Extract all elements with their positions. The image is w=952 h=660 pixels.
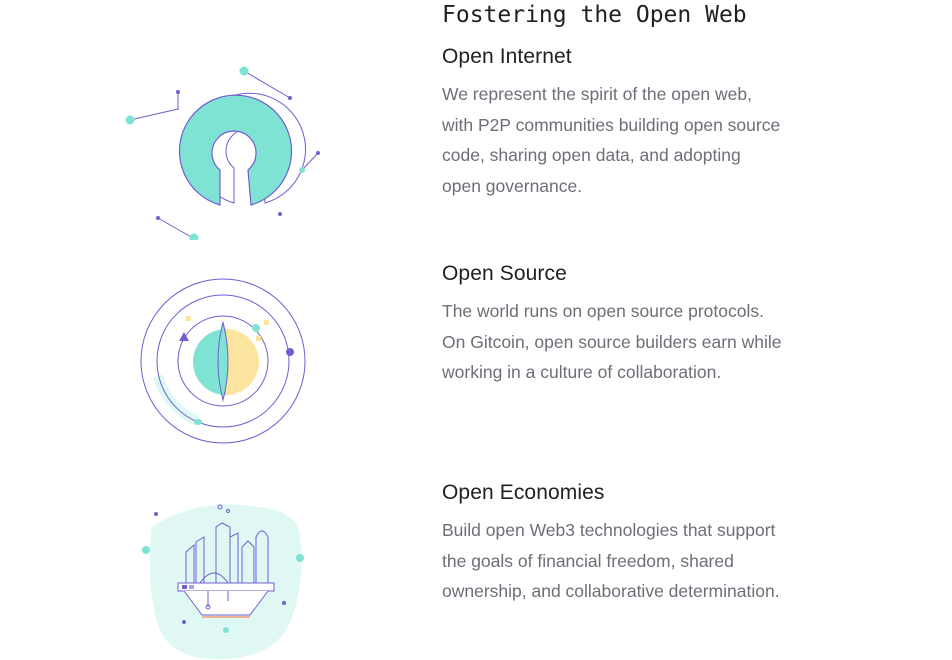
feature-description: Build open Web3 technologies that suppor… <box>442 520 780 601</box>
feature-text: Open Economies Build open Web3 technolog… <box>442 479 782 607</box>
feature-text: Open Internet We represent the spirit of… <box>442 43 782 201</box>
feature-title: Open Economies <box>442 481 605 504</box>
feature-title: Open Source <box>442 262 567 285</box>
section-title: Fostering the Open Web <box>442 2 747 28</box>
keyhole-illustration <box>125 66 320 240</box>
feature-description: We represent the spirit of the open web,… <box>442 84 781 196</box>
floating-city-illustration <box>142 504 304 660</box>
orbit-planet-illustration <box>140 278 306 444</box>
feature-description: The world runs on open source protocols.… <box>442 301 782 382</box>
feature-title: Open Internet <box>442 45 572 68</box>
feature-text: Open Source The world runs on open sourc… <box>442 260 782 388</box>
